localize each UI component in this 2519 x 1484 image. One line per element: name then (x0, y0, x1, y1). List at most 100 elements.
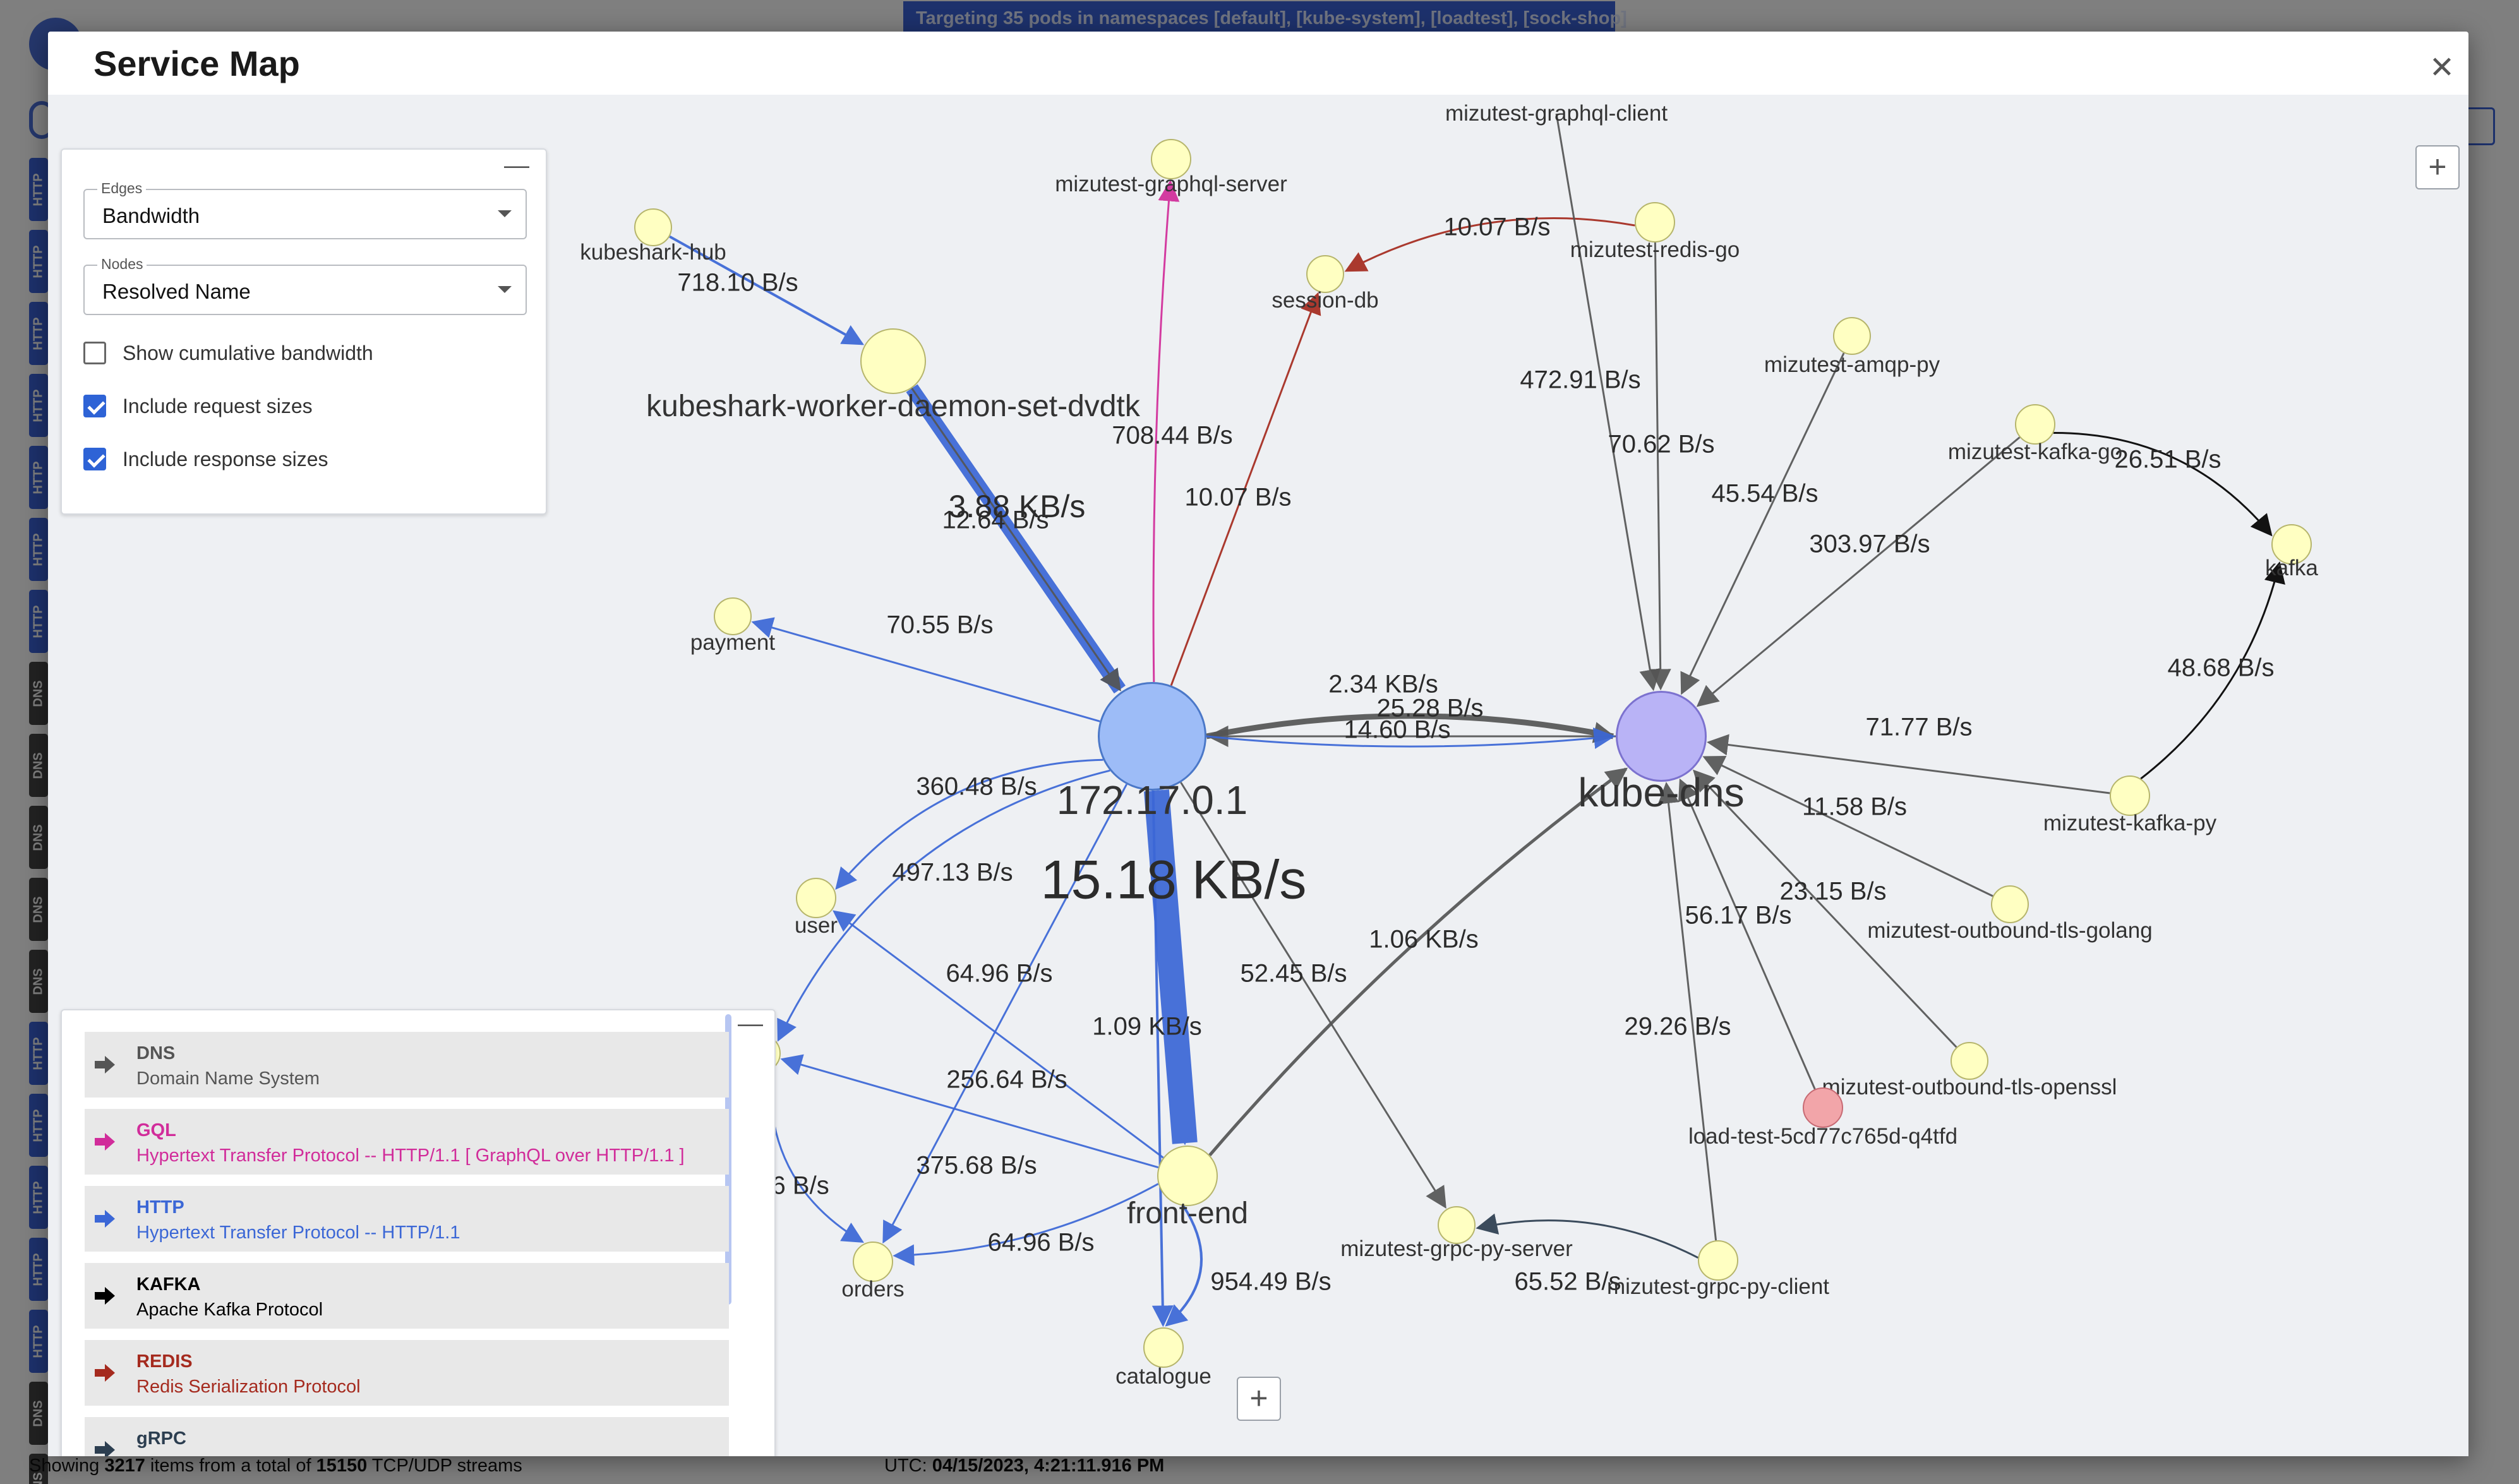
edge-hub-to-catalogue[interactable] (1151, 790, 1174, 1327)
node-kafka-go[interactable] (2015, 404, 2055, 445)
edge-hub-to-kube-dns[interactable] (1206, 713, 1616, 743)
edges-select[interactable]: Edges Bandwidth (83, 180, 527, 239)
node-kafka-py[interactable] (2110, 775, 2150, 816)
node-grpc-client[interactable] (1698, 1240, 1738, 1281)
edge-graphql-client-to-kube-dns[interactable] (1555, 113, 1661, 691)
edge-worker-to-hub[interactable] (911, 387, 1121, 691)
node-grpc-server[interactable] (1438, 1206, 1476, 1244)
node-user[interactable] (796, 878, 836, 918)
edge-tls-golang-to-kube-dns[interactable] (1702, 755, 1993, 897)
edge-bandwidth-label: 708.44 B/s (1112, 421, 1233, 450)
show-cumulative-bandwidth-checkbox[interactable]: Show cumulative bandwidth (83, 339, 373, 367)
node-label: mizutest-redis-go (1570, 237, 1740, 262)
node-kubeshark-hub[interactable] (634, 208, 672, 246)
edge-bandwidth-label: 29.26 B/s (1624, 1012, 1731, 1041)
node-label: load-test-5cd77c765d-q4tfd (1688, 1124, 1958, 1149)
edge-tls-openssl-to-kube-dns[interactable] (1692, 769, 1957, 1048)
edge-kafka-py-to-kafka[interactable] (2140, 561, 2285, 780)
edge-bandwidth-label: 375.68 B/s (916, 1151, 1037, 1180)
node-payment[interactable] (714, 597, 752, 635)
edges-select-value: Bandwidth (102, 204, 200, 227)
edge-bandwidth-label: 1.06 KB/s (1369, 925, 1479, 954)
node-graphql-server[interactable] (1151, 139, 1191, 179)
legend-item-grpc[interactable]: gRPCHypertext Transfer Protocol Version … (85, 1417, 729, 1456)
checkbox-label: Show cumulative bandwidth (123, 341, 373, 364)
node-hub[interactable] (1098, 682, 1206, 791)
node-label: mizutest-kafka-go (1947, 440, 2123, 464)
edge-front-end-to-catalogue[interactable] (1165, 1205, 1203, 1327)
edge-kafka-py-to-kube-dns[interactable] (1707, 734, 2110, 794)
close-icon[interactable]: ✕ (2429, 51, 2455, 85)
node-orders[interactable] (853, 1242, 893, 1282)
edge-bandwidth-label: 12.64 B/s (942, 506, 1049, 534)
edge-front-end-to-carts[interactable] (780, 1054, 1159, 1169)
edge-redis-go-to-kube-dns[interactable] (1649, 242, 1671, 691)
legend-protocol-name: HTTP (136, 1197, 184, 1218)
node-redis-go[interactable] (1635, 202, 1675, 242)
edge-layer (669, 113, 2285, 1327)
minimize-legend-button[interactable]: — (738, 1010, 763, 1038)
edge-amqp-py-to-kube-dns[interactable] (1680, 352, 1845, 695)
node-label: catalogue (1115, 1364, 1211, 1389)
edge-bandwidth-label: 303.97 B/s (1809, 530, 1930, 558)
minimize-filters-button[interactable]: — (504, 152, 529, 179)
checkbox-icon[interactable] (83, 448, 106, 470)
arrow-right-icon (95, 1133, 115, 1151)
edge-kubeshark-hub-to-worker[interactable] (669, 235, 865, 345)
edge-bandwidth-label: 70.62 B/s (1608, 430, 1715, 458)
edge-bandwidth-label: 64.96 B/s (946, 959, 1053, 988)
include-response-sizes-checkbox[interactable]: Include response sizes (83, 445, 328, 473)
edge-bandwidth-label: 26.51 B/s (2114, 445, 2221, 474)
edge-hub-to-front-end[interactable] (1143, 789, 1198, 1146)
edge-hub-to-orders[interactable] (882, 784, 1127, 1244)
node-load-test[interactable] (1803, 1087, 1843, 1128)
node-label: 172.17.0.1 (1056, 777, 1248, 823)
edge-kafka-go-to-kube-dns[interactable] (1696, 436, 2021, 707)
edge-front-end-to-orders[interactable] (893, 1183, 1159, 1266)
checkbox-icon[interactable] (83, 342, 106, 364)
edge-redis-go-to-session-db[interactable] (1344, 217, 1635, 272)
node-catalogue[interactable] (1143, 1327, 1184, 1368)
edge-grpc-client-to-grpc-server[interactable] (1476, 1213, 1698, 1259)
node-label: user (794, 913, 838, 938)
node-label: front-end (1126, 1197, 1249, 1230)
checkbox-icon[interactable] (83, 395, 106, 417)
edge-hub-to-session-db[interactable] (1170, 292, 1321, 686)
edge-front-end-to-kube-dns[interactable] (1208, 767, 1628, 1156)
node-tls-openssl[interactable] (1951, 1042, 1988, 1080)
include-request-sizes-checkbox[interactable]: Include request sizes (83, 392, 313, 420)
zoom-in-button-top[interactable]: + (2415, 145, 2460, 189)
node-worker[interactable] (860, 328, 926, 394)
node-session-db[interactable] (1306, 255, 1344, 293)
checkbox-label: Include response sizes (123, 447, 328, 470)
node-amqp-py[interactable] (1833, 317, 1871, 355)
edge-hub-to-kube-dns[interactable] (1206, 727, 1616, 749)
edge-hub-to-payment[interactable] (751, 617, 1100, 722)
node-kube-dns[interactable] (1616, 691, 1707, 782)
edge-grpc-client-to-kube-dns[interactable] (1657, 782, 1717, 1241)
nodes-select[interactable]: Nodes Resolved Name (83, 256, 527, 315)
edge-bandwidth-label: 954.49 B/s (1210, 1267, 1332, 1296)
checkbox-label: Include request sizes (123, 394, 313, 417)
edge-kafka-go-to-kafka[interactable] (2053, 432, 2273, 537)
node-label: session-db (1272, 288, 1379, 313)
edge-bandwidth-label: 10.07 B/s (1184, 483, 1292, 512)
node-tls-golang[interactable] (1991, 885, 2029, 923)
node-label: mizutest-grpc-py-client (1606, 1274, 1830, 1299)
edge-hub-to-carts[interactable] (777, 769, 1110, 1042)
node-kafka[interactable] (2271, 524, 2312, 565)
edge-load-test-to-kube-dns[interactable] (1678, 778, 1816, 1090)
edge-hub-to-user[interactable] (835, 758, 1103, 890)
zoom-in-button-bottom[interactable]: + (1237, 1377, 1281, 1421)
edge-hub-to-grpc-server[interactable] (1180, 782, 1446, 1209)
node-front-end[interactable] (1157, 1146, 1218, 1206)
edge-bandwidth-label: 14.60 B/s (1344, 715, 1451, 744)
edge-hub-to-graphql-server[interactable] (1152, 179, 1180, 683)
edge-front-end-to-user[interactable] (833, 910, 1164, 1159)
